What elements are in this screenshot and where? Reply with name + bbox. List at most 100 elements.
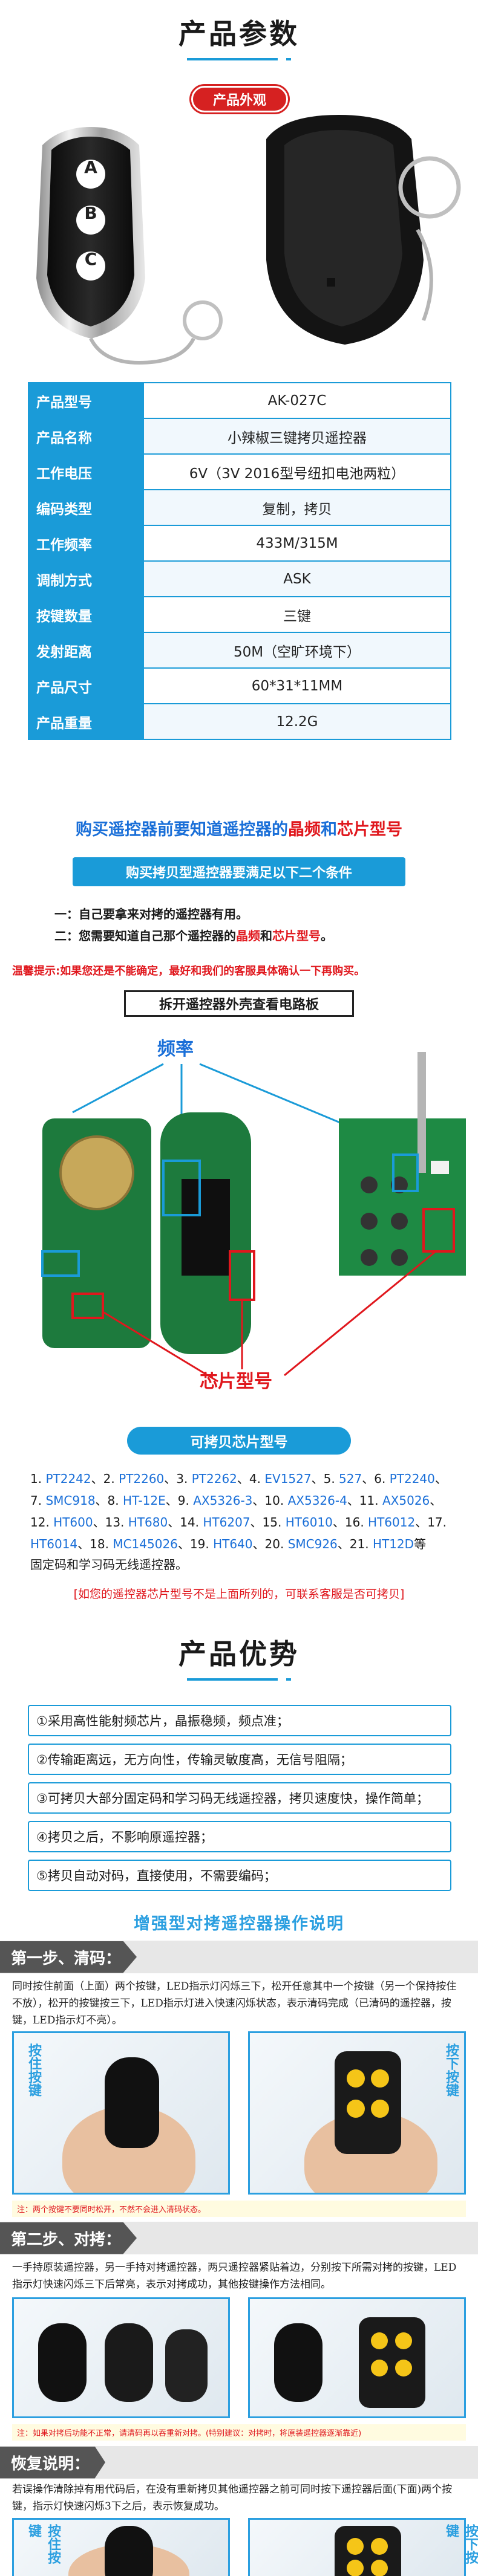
chip-model: AX5026 bbox=[382, 1493, 430, 1508]
key-c-label: C bbox=[84, 249, 97, 269]
cond-2-c: 和 bbox=[260, 929, 272, 943]
step3-label: 恢复说明： bbox=[0, 2446, 106, 2479]
chip-model: HT6014 bbox=[30, 1537, 78, 1551]
param-key: 产品重量 bbox=[28, 703, 144, 740]
chip-separator: 12. bbox=[30, 1515, 54, 1530]
param-value: 60*31*11MM bbox=[143, 667, 451, 704]
step1-vlabel-left: 按住按键 bbox=[26, 2043, 42, 2097]
pcb-svg bbox=[41, 1052, 466, 1383]
step1-image-left bbox=[12, 2031, 230, 2195]
cond-2-b: 晶频 bbox=[236, 929, 260, 943]
chip-model: HT6207 bbox=[203, 1515, 250, 1530]
chip-model: PT2262 bbox=[191, 1471, 237, 1486]
chip-separator: 等 bbox=[414, 1537, 427, 1551]
step2-image-right bbox=[248, 2297, 466, 2418]
cond-2-d: 芯片型号 bbox=[272, 929, 321, 943]
buy-banner: 购买拷贝型遥控器要满足以下二个条件 bbox=[73, 857, 405, 886]
chip-banner: 可拷贝芯片型号 bbox=[127, 1427, 351, 1455]
step3-vlabel-right: 按下按键 bbox=[444, 2524, 478, 2564]
chip-model: HT-12E bbox=[123, 1493, 166, 1508]
step1-image-right bbox=[248, 2031, 466, 2195]
buy-headline-d: 芯片型号 bbox=[337, 820, 402, 839]
buy-headline: 购买遥控器前要知道遥控器的晶频和芯片型号 bbox=[0, 816, 478, 840]
chip-model: AX5326-4 bbox=[287, 1493, 347, 1508]
chip-separator: 、 bbox=[434, 1471, 447, 1486]
param-value: ASK bbox=[143, 560, 451, 597]
chip-separator: 、15. bbox=[250, 1515, 286, 1530]
param-key: 产品型号 bbox=[28, 382, 144, 419]
chip-model: EV1527 bbox=[264, 1471, 312, 1486]
step1-label: 第一步、清码： bbox=[0, 1941, 137, 1973]
step2-bar: 第二步、对拷： bbox=[0, 2222, 478, 2254]
chip-separator: 、3. bbox=[164, 1471, 192, 1486]
param-value: 12.2G bbox=[143, 703, 451, 740]
chip-model: PT2260 bbox=[119, 1471, 165, 1486]
param-value: 433M/315M bbox=[143, 525, 451, 562]
cond-1: 一：自己要拿来对拷的遥控器有用。 bbox=[54, 907, 248, 921]
step2-text: 一手持原装遥控器，另一手持对拷遥控器，两只遥控器紧贴着边，分别按下所需对拷的按键… bbox=[12, 2262, 457, 2291]
chip-separator: 、10. bbox=[252, 1493, 288, 1508]
param-value: 三键 bbox=[143, 596, 451, 633]
chip-separator: 、9. bbox=[165, 1493, 194, 1508]
photo-badge: 产品外观 bbox=[191, 86, 288, 112]
step3-vlabel-left: 按住按键 bbox=[26, 2524, 61, 2564]
buy-headline-a: 购买遥控器前要知道遥控器的 bbox=[76, 820, 288, 839]
param-value: 6V（3V 2016型号纽扣电池两粒） bbox=[143, 453, 451, 490]
chip-tail: 固定码和学习码无线遥控器。 bbox=[30, 1557, 188, 1572]
chip-separator: 、16. bbox=[332, 1515, 368, 1530]
chip-separator: 、20. bbox=[252, 1537, 288, 1551]
chip-model: HT12D bbox=[372, 1537, 414, 1551]
warm-label: 温馨提示: bbox=[12, 965, 61, 978]
param-value: 50M（空旷环境下） bbox=[143, 632, 451, 669]
chip-model: AX5326-3 bbox=[193, 1493, 253, 1508]
circuit-board-photo: 频率 芯片型号 bbox=[0, 1028, 478, 1397]
adv-title-deco bbox=[0, 1678, 478, 1681]
chip-separator: 、8. bbox=[95, 1493, 123, 1508]
chip-separator: 、19. bbox=[177, 1537, 214, 1551]
param-key: 编码类型 bbox=[28, 489, 144, 526]
adv-title: 产品优势 bbox=[178, 1638, 300, 1670]
chip-separator: 、11. bbox=[347, 1493, 382, 1508]
chip-label: 芯片型号 bbox=[200, 1371, 272, 1392]
param-key: 发射距离 bbox=[28, 632, 144, 669]
key-a-label: A bbox=[84, 157, 97, 177]
param-row: 按键数量三键 bbox=[28, 596, 451, 633]
product-photo: A B C bbox=[0, 79, 478, 381]
remote-illustration bbox=[36, 115, 461, 365]
chip-separator: 、18. bbox=[77, 1537, 113, 1551]
chip-separator: 17. bbox=[427, 1515, 447, 1530]
param-key: 产品尺寸 bbox=[28, 667, 144, 704]
advantage-item: ③可拷贝大部分固定码和学习码无线遥控器，拷贝速度快，操作简单； bbox=[28, 1782, 451, 1814]
chip-separator: 1. bbox=[30, 1471, 46, 1486]
param-key: 产品名称 bbox=[28, 418, 144, 455]
chip-model: HT6010 bbox=[285, 1515, 333, 1530]
params-title: 产品参数 bbox=[178, 18, 300, 50]
chip-separator: 、6. bbox=[362, 1471, 390, 1486]
chip-separator: 7. bbox=[30, 1493, 46, 1508]
step1-text: 同时按住前面（上面）两个按键，LED指示灯闪烁三下，松开任意其中一个按键（另一个… bbox=[12, 1981, 457, 2026]
buy-headline-b: 晶频 bbox=[288, 820, 321, 839]
step2-label: 第二步、对拷： bbox=[0, 2222, 137, 2254]
advantage-item: ⑤拷贝自动对码，直接使用，不需要编码； bbox=[28, 1860, 451, 1891]
advantage-item: ②传输距离远，无方向性，传输灵敏度高，无信号阻隔； bbox=[28, 1744, 451, 1775]
chip-model: 527 bbox=[339, 1471, 362, 1486]
params-header: 产品参数 bbox=[0, 12, 478, 60]
warm-tip: 温馨提示:如果您还是不能确定，最好和我们的客服具体确认一下再购买。 bbox=[12, 962, 365, 978]
param-key: 调制方式 bbox=[28, 560, 144, 597]
warm-text: 如果您还是不能确定，最好和我们的客服具体确认一下再购买。 bbox=[60, 965, 365, 978]
param-value: AK-027C bbox=[143, 382, 451, 419]
step2-image-left bbox=[12, 2297, 230, 2418]
buy-headline-c: 和 bbox=[321, 820, 337, 839]
chip-model: HT640 bbox=[213, 1537, 253, 1551]
step3-text: 若误操作清除掉有用代码后，在没有重新拷贝其他遥控器之前可同时按下遥控器后面(下面… bbox=[12, 2484, 453, 2513]
step3-image-left bbox=[12, 2518, 230, 2576]
chip-separator: 、13. bbox=[93, 1515, 128, 1530]
chip-separator: 、14. bbox=[168, 1515, 203, 1530]
freq-label: 频率 bbox=[157, 1039, 194, 1060]
